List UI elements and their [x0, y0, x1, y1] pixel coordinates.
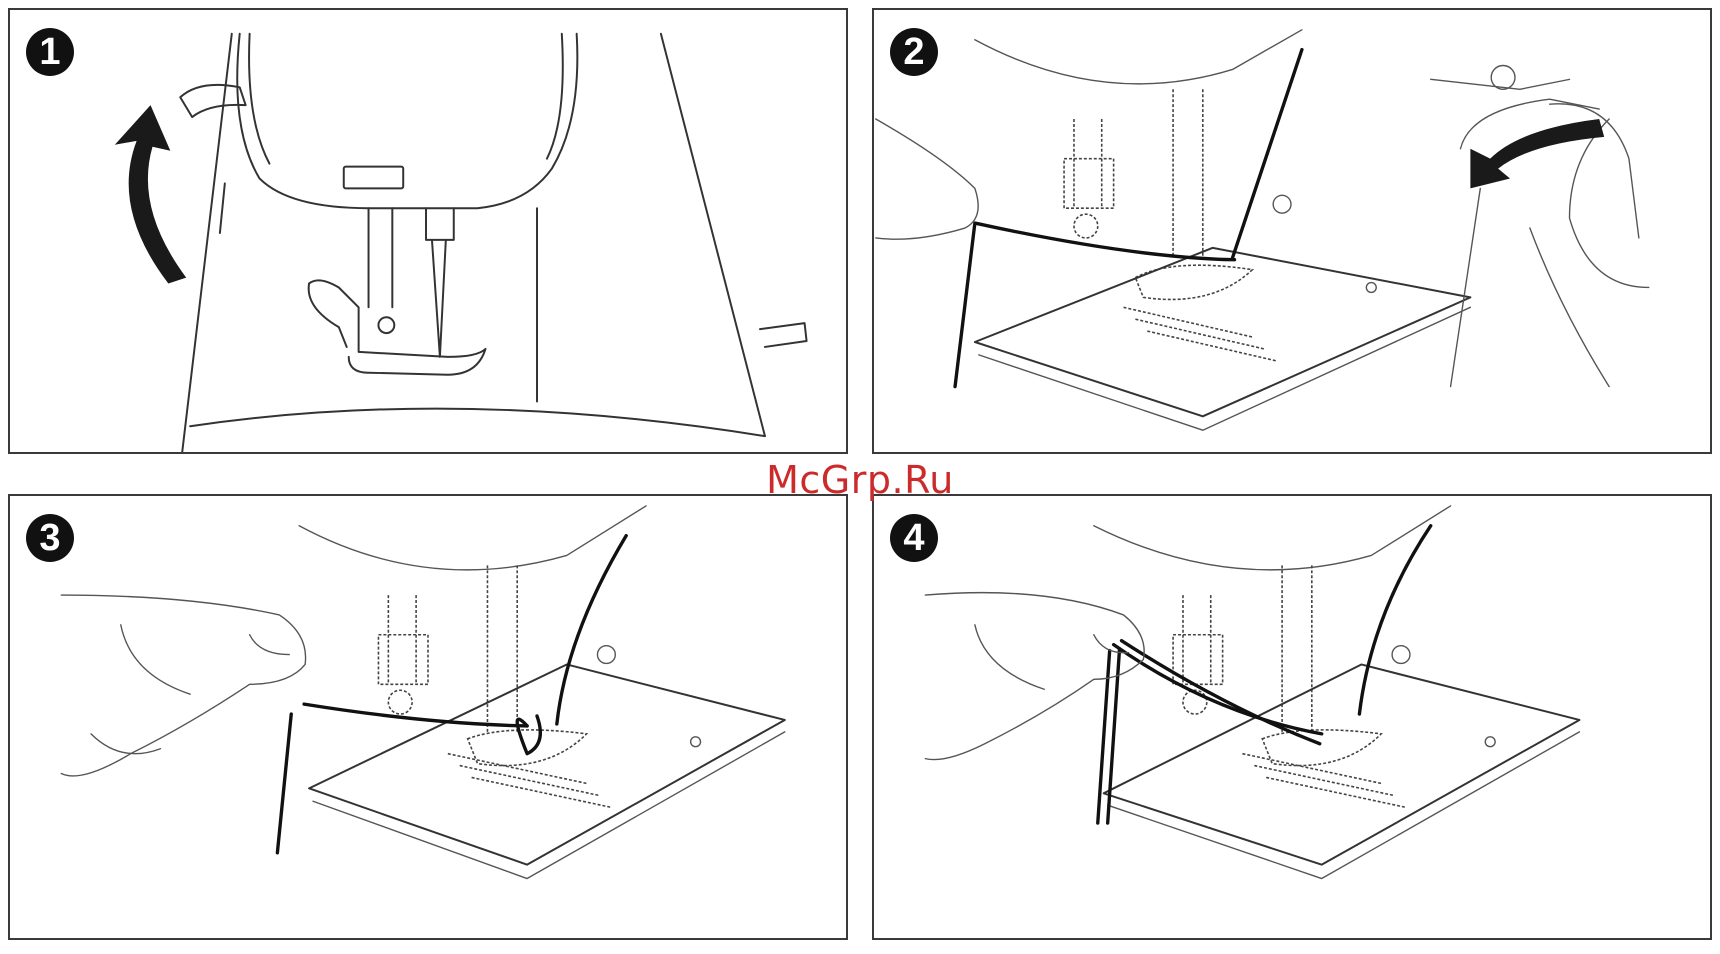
step-number-4: 4 [890, 514, 938, 562]
illustration-pull-both-threads-back [874, 496, 1710, 938]
step-panel-3: 3 [8, 494, 848, 940]
step-panel-2: 2 [872, 8, 1712, 454]
illustration-turn-handwheel-toward-you [874, 10, 1710, 452]
step-number-1: 1 [26, 28, 74, 76]
illustration-presser-foot-raised [10, 10, 846, 452]
step-panel-4: 4 [872, 494, 1712, 940]
step-panel-1: 1 [8, 8, 848, 454]
illustration-pull-upper-thread-loop [10, 496, 846, 938]
step-number-3: 3 [26, 514, 74, 562]
watermark-text: McGrp.Ru [0, 458, 1720, 502]
step-number-2: 2 [890, 28, 938, 76]
